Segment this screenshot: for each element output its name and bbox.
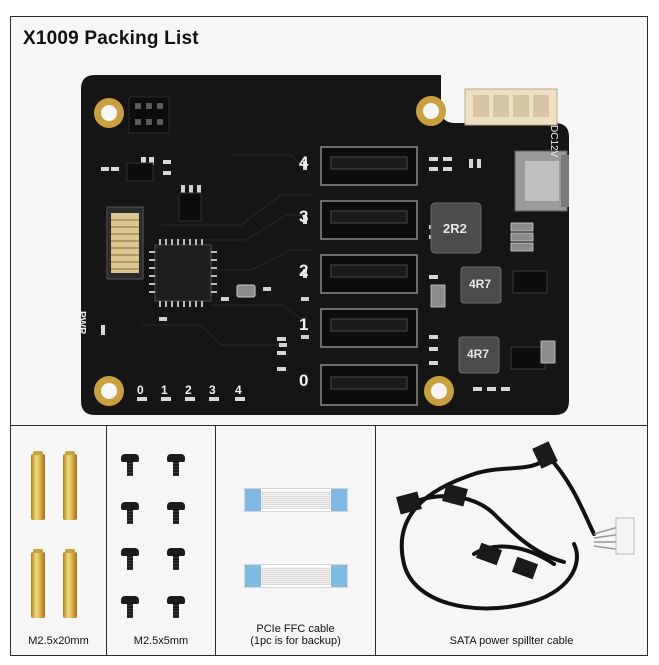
screw-image bbox=[121, 548, 139, 570]
screw-image bbox=[167, 548, 185, 570]
screw-image bbox=[167, 502, 185, 524]
standoff-image bbox=[31, 549, 45, 618]
led-label-4: 4 bbox=[235, 383, 242, 397]
led-label-3: 3 bbox=[209, 383, 216, 397]
accessories-row: M2.5x20mm M2.5x5mm PCIe FFC cable (1pc i… bbox=[10, 426, 648, 656]
port-label-3: 3 bbox=[299, 207, 309, 226]
inductor-label-4r7-a: 4R7 bbox=[469, 277, 492, 291]
page-title: X1009 Packing List bbox=[23, 28, 199, 49]
pcb-image bbox=[81, 75, 569, 415]
standoffs-cell: M2.5x20mm bbox=[10, 426, 107, 656]
port-label-4: 4 bbox=[299, 153, 309, 172]
ffc-cable-caption-line1: PCIe FFC cable bbox=[256, 623, 335, 635]
port-label-2: 2 bbox=[299, 261, 309, 280]
x1009-board: 4 3 2 1 0 0 1 2 3 4 PWR DC12V 2R2 4R7 4R… bbox=[76, 75, 569, 415]
led-label-1: 1 bbox=[161, 383, 168, 397]
standoff-image bbox=[63, 451, 77, 520]
screws-caption: M2.5x5mm bbox=[133, 635, 189, 647]
led-label-2: 2 bbox=[185, 383, 192, 397]
mounting-holes bbox=[94, 96, 454, 406]
sata-connectors bbox=[320, 146, 418, 406]
sata-cable-cell: SATA power spillter cable bbox=[376, 426, 648, 656]
port-label-0: 0 bbox=[299, 371, 309, 390]
sata-cable-caption: SATA power spillter cable bbox=[449, 635, 574, 647]
sata-power-splitter-cable-image bbox=[396, 441, 635, 611]
ffc-cable-image bbox=[244, 488, 348, 512]
inductor-label-2r2: 2R2 bbox=[443, 221, 467, 236]
screws-cell: M2.5x5mm bbox=[107, 426, 216, 656]
ffc-cable-caption: PCIe FFC cable (1pc is for backup) bbox=[216, 623, 375, 647]
led-label-0: 0 bbox=[137, 383, 144, 397]
port-label-1: 1 bbox=[299, 315, 309, 334]
dc12v-label: DC12V bbox=[548, 125, 559, 158]
screw-image bbox=[121, 454, 139, 476]
board-panel: X1009 Packing List bbox=[10, 16, 648, 426]
inductor-label-4r7-b: 4R7 bbox=[467, 347, 490, 361]
standoffs-caption: M2.5x20mm bbox=[28, 635, 89, 647]
standoff-image bbox=[63, 549, 77, 618]
pwr-label: PWR bbox=[76, 311, 87, 335]
ffc-cable-image bbox=[244, 564, 348, 588]
screw-image bbox=[167, 454, 185, 476]
ffc-cable-cell: PCIe FFC cable (1pc is for backup) bbox=[216, 426, 376, 656]
screw-image bbox=[121, 502, 139, 524]
ffc-cable-caption-line2: (1pc is for backup) bbox=[250, 635, 341, 647]
screw-image bbox=[121, 596, 139, 618]
standoff-image bbox=[31, 451, 45, 520]
screw-image bbox=[167, 596, 185, 618]
